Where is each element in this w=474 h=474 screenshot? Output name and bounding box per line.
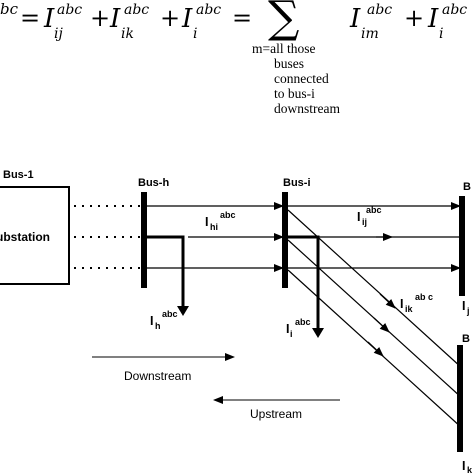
superscript-abc-tail: abc — [442, 2, 468, 18]
current-label-hi: I hi abc — [205, 210, 236, 232]
line-i-k-arrow-b — [373, 317, 390, 333]
subscript-i: i — [193, 26, 198, 42]
bus-k-label: B — [462, 333, 470, 345]
load-h-line — [147, 235, 185, 308]
svg-text:I: I — [462, 299, 465, 313]
svg-text:abc: abc — [220, 210, 236, 220]
line-h-to-i — [147, 202, 284, 272]
current-symbol-ik: I — [110, 4, 121, 34]
current-label-i: I i abc — [286, 317, 311, 339]
summation-index-line: to bus-i — [274, 86, 315, 101]
equals-sign: = — [232, 4, 253, 32]
superscript-abc-ij: abc — [57, 2, 83, 18]
superscript-abc-im: abc — [367, 2, 393, 18]
svg-text:h: h — [155, 321, 161, 331]
current-label-ij: I ij abc — [357, 205, 382, 227]
downstream-label: Downstream — [124, 369, 191, 383]
subscript-i-tail: i — [439, 26, 444, 42]
summation-symbol: ∑ — [268, 0, 300, 43]
superscript-abc-i: abc — [196, 2, 222, 18]
substation-label: ubstation — [0, 230, 50, 244]
line-i-to-k — [287, 209, 463, 429]
plus-sign: + — [160, 4, 181, 32]
bus-i-label: Bus-i — [283, 177, 311, 189]
superscript-abc-ik: abc — [124, 2, 150, 18]
current-label-ik: I ik ab c — [400, 292, 433, 314]
subscript-im: im — [361, 26, 379, 42]
summation-index-line: m=all those — [252, 41, 316, 56]
subscript-ik: ik — [121, 26, 134, 42]
current-label-j: I j — [462, 299, 470, 316]
current-symbol-ij: I — [44, 4, 55, 34]
substation-box — [0, 186, 70, 285]
bus-h-label: Bus-h — [138, 177, 169, 189]
svg-text:I: I — [462, 459, 465, 473]
summation-index: m=all those buses connected to bus-i dow… — [252, 41, 340, 116]
load-i-arrowhead — [312, 328, 324, 338]
current-symbol-im: I — [350, 4, 361, 34]
svg-text:I: I — [286, 322, 289, 336]
svg-text:I: I — [357, 210, 360, 224]
subscript-ij: ij — [54, 26, 63, 42]
line-i-k-phase-a — [287, 209, 463, 369]
svg-text:hi: hi — [210, 222, 218, 232]
svg-text:ij: ij — [362, 217, 367, 227]
load-h-arrowhead — [177, 306, 189, 316]
equals-sign: = — [20, 4, 41, 32]
dotted-connections — [74, 205, 140, 269]
current-label-h: I h abc — [150, 309, 178, 331]
svg-text:abc: abc — [162, 309, 178, 319]
svg-text:abc: abc — [366, 205, 382, 215]
bus-j-label: B — [463, 181, 471, 193]
svg-text:ab c: ab c — [415, 292, 433, 302]
svg-text:abc: abc — [295, 317, 311, 327]
bus-1-label: Bus-1 — [3, 169, 34, 181]
svg-text:j: j — [466, 306, 470, 316]
plus-sign: + — [404, 4, 425, 32]
plus-sign: + — [90, 4, 111, 32]
svg-text:I: I — [400, 297, 403, 311]
svg-text:I: I — [150, 314, 153, 328]
load-i-line — [288, 235, 320, 330]
summation-index-line: downstream — [274, 101, 340, 116]
current-label-k: I k — [462, 459, 473, 474]
current-equation: bc = I ij abc + I ik abc + I i abc = ∑ I… — [0, 0, 474, 120]
current-symbol-i: I — [182, 4, 193, 34]
svg-text:ik: ik — [405, 304, 414, 314]
current-symbol-i-tail: I — [428, 4, 439, 34]
line-i-k-arrow-c — [367, 341, 384, 357]
line-i-k-arrow-a — [379, 293, 396, 309]
equation-lead-fragment: bc — [0, 0, 19, 18]
summation-index-line: connected — [274, 71, 329, 86]
svg-text:i: i — [290, 329, 293, 339]
svg-text:I: I — [205, 215, 208, 229]
upstream-label: Upstream — [250, 407, 302, 421]
summation-index-line: buses — [274, 56, 304, 71]
svg-text:k: k — [467, 465, 473, 474]
